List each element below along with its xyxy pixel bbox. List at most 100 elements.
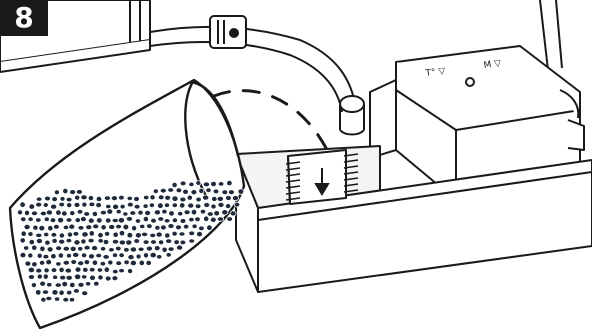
- unit-marking-temp: T° ▽: [424, 66, 446, 79]
- granule: [96, 217, 103, 224]
- granule: [96, 267, 104, 273]
- granule: [66, 202, 73, 209]
- granule: [31, 261, 38, 268]
- granule: [59, 196, 66, 202]
- granule: [163, 218, 171, 224]
- granule: [167, 246, 175, 252]
- granule: [102, 238, 110, 246]
- granule: [118, 194, 125, 201]
- granule: [165, 238, 173, 244]
- granule: [187, 202, 195, 209]
- granule: [178, 202, 186, 209]
- granule: [77, 281, 85, 288]
- granule: [28, 203, 36, 210]
- granule: [142, 239, 150, 245]
- granule: [28, 239, 35, 246]
- granule: [23, 245, 30, 251]
- granule: [111, 275, 119, 282]
- granule: [133, 196, 140, 202]
- granule: [23, 223, 31, 231]
- granule: [179, 239, 187, 246]
- granule: [35, 289, 42, 296]
- hose-tube: [149, 15, 365, 136]
- granule: [153, 245, 161, 252]
- granule: [188, 181, 195, 188]
- granule: [137, 209, 144, 216]
- granule: [229, 210, 237, 217]
- granule: [210, 203, 217, 210]
- granule: [100, 246, 107, 252]
- granule: [176, 244, 184, 251]
- granule: [106, 208, 114, 215]
- granule: [46, 282, 53, 288]
- granule: [58, 289, 65, 296]
- granule: [16, 209, 23, 216]
- granule: [126, 201, 134, 208]
- granule: [70, 259, 77, 265]
- granule: [53, 224, 60, 230]
- granule: [194, 203, 202, 210]
- granule: [149, 194, 156, 201]
- granule: [87, 195, 95, 202]
- granule: [205, 187, 212, 194]
- granule: [134, 232, 142, 239]
- granule: [175, 187, 183, 194]
- granule: [42, 273, 49, 280]
- granule: [68, 223, 76, 230]
- granule: [20, 230, 27, 237]
- granule: [44, 195, 51, 202]
- granule: [125, 216, 133, 222]
- granule: [74, 217, 81, 224]
- granule: [35, 217, 42, 223]
- granule: [91, 259, 99, 266]
- granule: [51, 289, 59, 296]
- granule: [23, 209, 30, 216]
- granule: [145, 259, 152, 266]
- granule: [182, 188, 189, 195]
- granule: [46, 246, 54, 253]
- granule: [212, 188, 220, 195]
- granule: [88, 201, 96, 208]
- granule: [188, 230, 196, 236]
- granule: [157, 216, 165, 222]
- granule: [72, 251, 80, 258]
- granule: [225, 195, 232, 201]
- granule: [226, 216, 233, 222]
- pour-path-icon: [212, 89, 328, 150]
- granule: [19, 201, 26, 208]
- granule: [159, 187, 167, 194]
- granule: [83, 259, 91, 266]
- granule: [77, 260, 85, 267]
- granule: [50, 232, 58, 238]
- granule: [38, 224, 46, 232]
- granule: [154, 225, 161, 231]
- granule: [118, 230, 126, 237]
- granule: [104, 230, 111, 237]
- granule: [80, 194, 88, 201]
- granule: [52, 274, 59, 280]
- granule: [179, 196, 187, 203]
- granule: [44, 239, 51, 246]
- granule: [91, 245, 99, 252]
- granule: [142, 203, 149, 209]
- granule: [45, 258, 52, 266]
- granule: [178, 231, 186, 237]
- granule: [49, 217, 57, 224]
- granule: [59, 274, 67, 281]
- granule: [164, 232, 171, 239]
- granule: [62, 245, 70, 252]
- granule: [237, 188, 245, 195]
- granule: [221, 209, 229, 216]
- granule: [36, 252, 43, 259]
- granule: [112, 231, 119, 238]
- granule: [195, 196, 202, 203]
- granule: [112, 252, 119, 258]
- granule: [81, 231, 89, 238]
- granule: [129, 259, 137, 267]
- granule: [97, 232, 104, 239]
- granule: [35, 237, 43, 244]
- granule: [216, 195, 224, 202]
- unit-markings: T° ▽ M ▽: [424, 59, 502, 79]
- granule: [226, 180, 233, 187]
